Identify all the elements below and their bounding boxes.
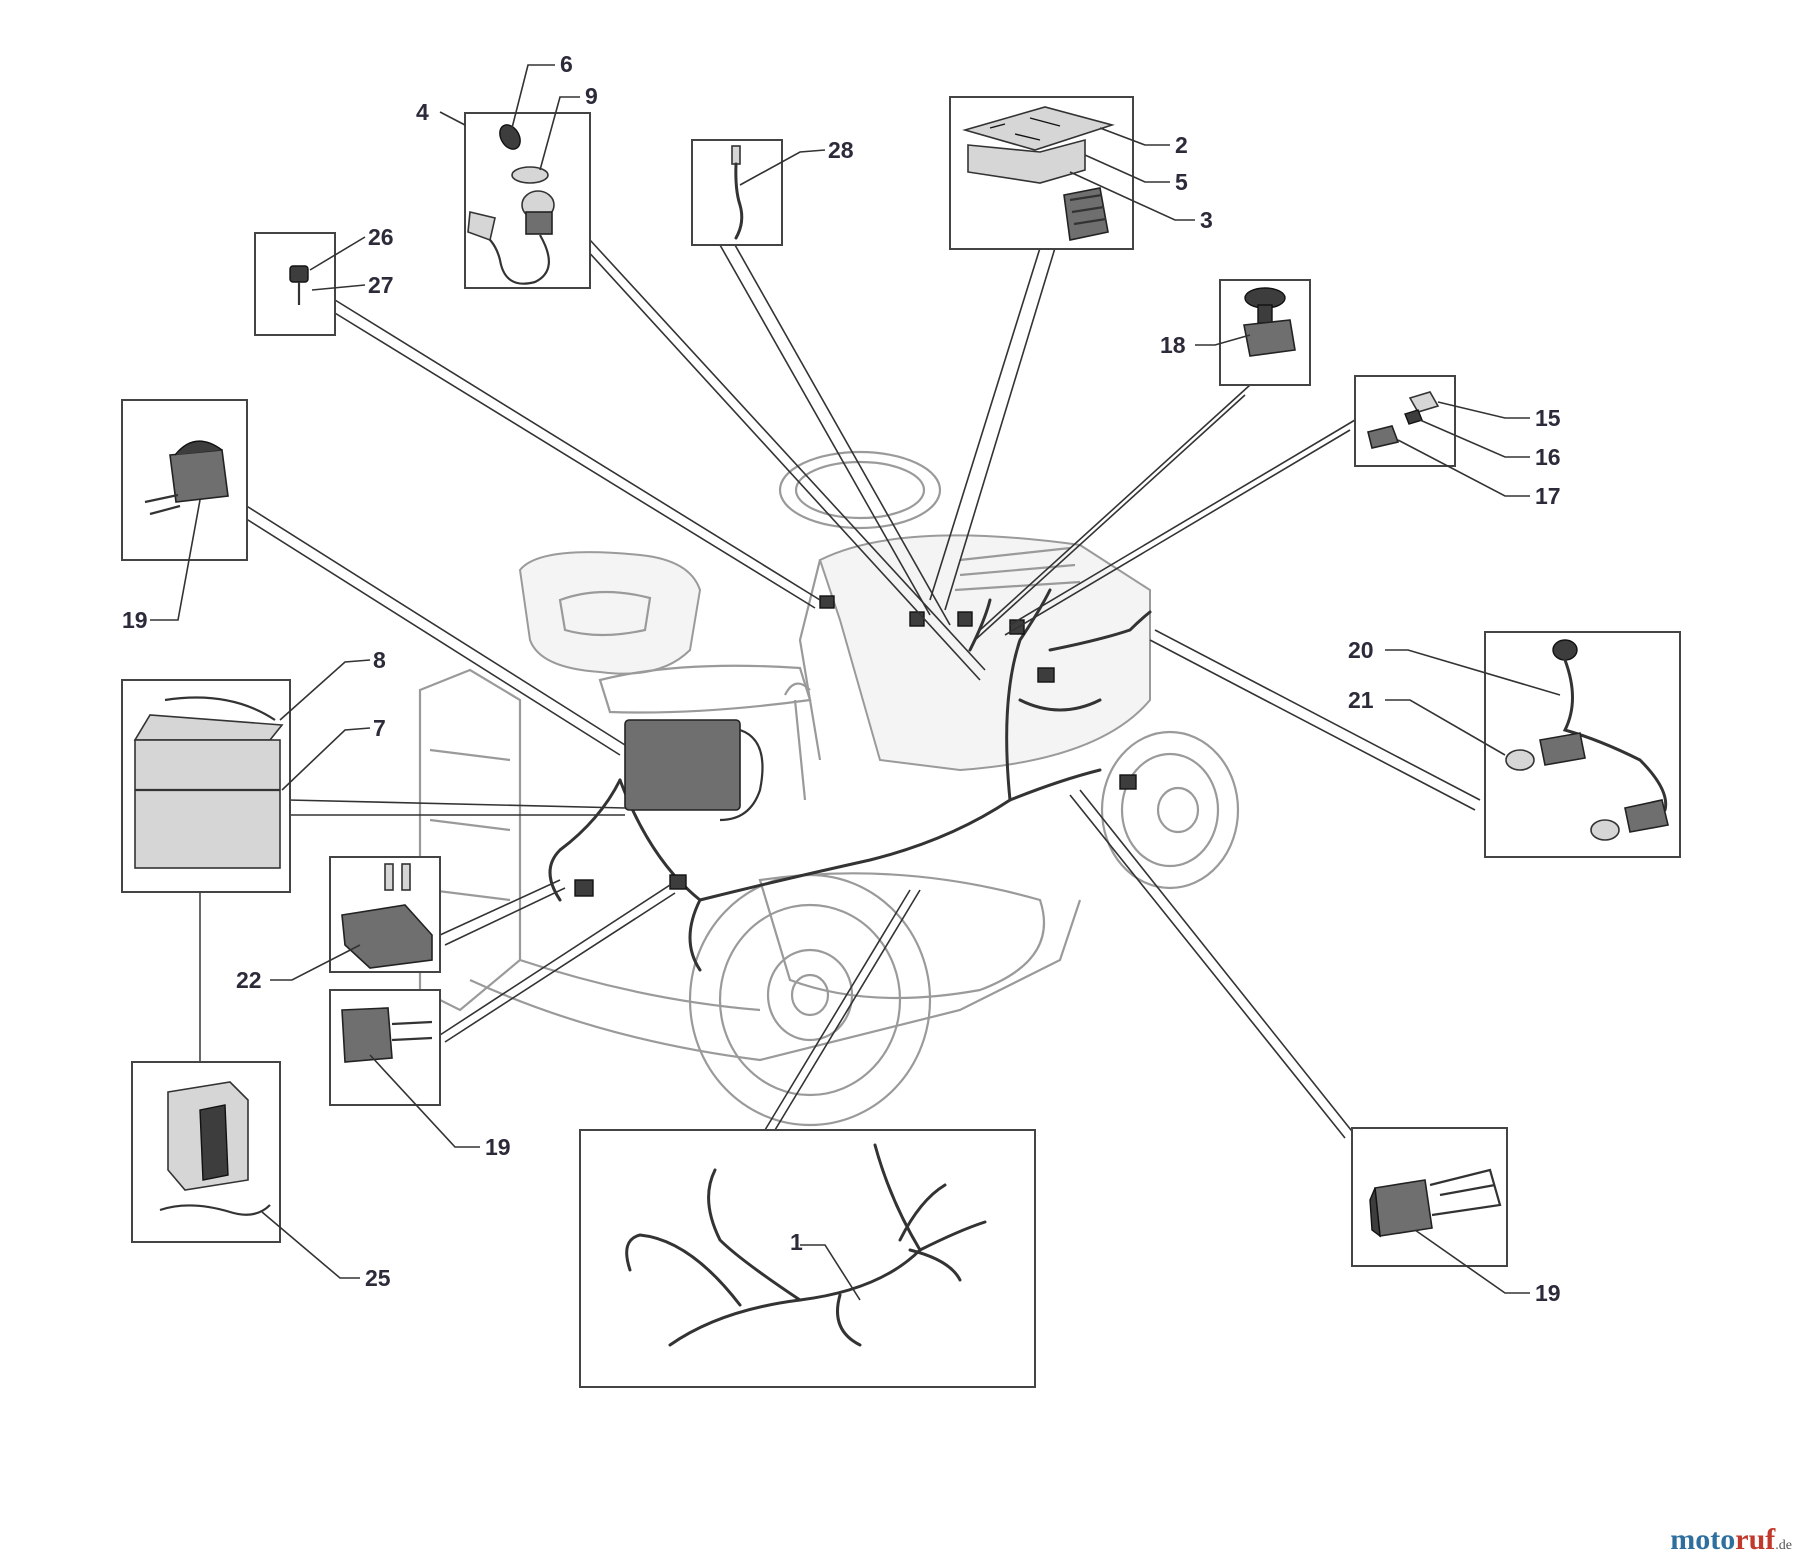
connection-lines [199,239,1481,1139]
callout-20: 20 [1348,637,1374,663]
callout-28: 28 [828,137,854,163]
callout-26: 26 [368,224,394,250]
callout-leaders [150,64,1561,1301]
fuse-22-box [329,856,441,973]
wire-28-box [691,139,783,246]
callout-21: 21 [1348,687,1374,713]
callout-16: 16 [1535,444,1561,470]
motoruf-logo: motoruf.de [1670,1523,1792,1556]
control-module-box [949,96,1134,250]
battery-box [121,679,291,893]
callout-18: 18 [1160,332,1186,358]
callout-6: 6 [560,51,573,77]
callout-17: 17 [1535,483,1561,509]
callout-8: 8 [373,647,386,673]
callout-labels: 6 9 4 28 2 5 3 26 27 18 15 16 17 19 8 7 … [122,51,1561,1306]
callout-22: 22 [236,967,262,993]
tractor-wiring [548,588,1152,972]
callout-15: 15 [1535,405,1561,431]
switch-26-27-box [254,232,336,336]
callout-27: 27 [368,272,394,298]
callout-7: 7 [373,715,386,741]
sensors-20-21-box [1484,631,1681,858]
callout-1: 1 [790,1229,803,1255]
callout-19-top-left: 19 [122,607,148,633]
switch-19b-box [329,989,441,1106]
callout-19-middle: 19 [485,1134,511,1160]
wiring-harness-1-box [579,1129,1036,1388]
charger-25-box [131,1061,281,1243]
switch-19a-box [121,399,248,561]
callout-25: 25 [365,1265,391,1291]
switch-18-box [1219,279,1311,386]
ignition-switch-box [464,112,591,289]
callout-2: 2 [1175,132,1188,158]
callout-4: 4 [416,99,429,125]
callout-5: 5 [1175,169,1188,195]
callout-9: 9 [585,83,598,109]
connectors-15-17-box [1354,375,1456,467]
callout-3: 3 [1200,207,1213,233]
callout-19-bottom-right: 19 [1535,1280,1561,1306]
switch-19c-box [1351,1127,1508,1267]
